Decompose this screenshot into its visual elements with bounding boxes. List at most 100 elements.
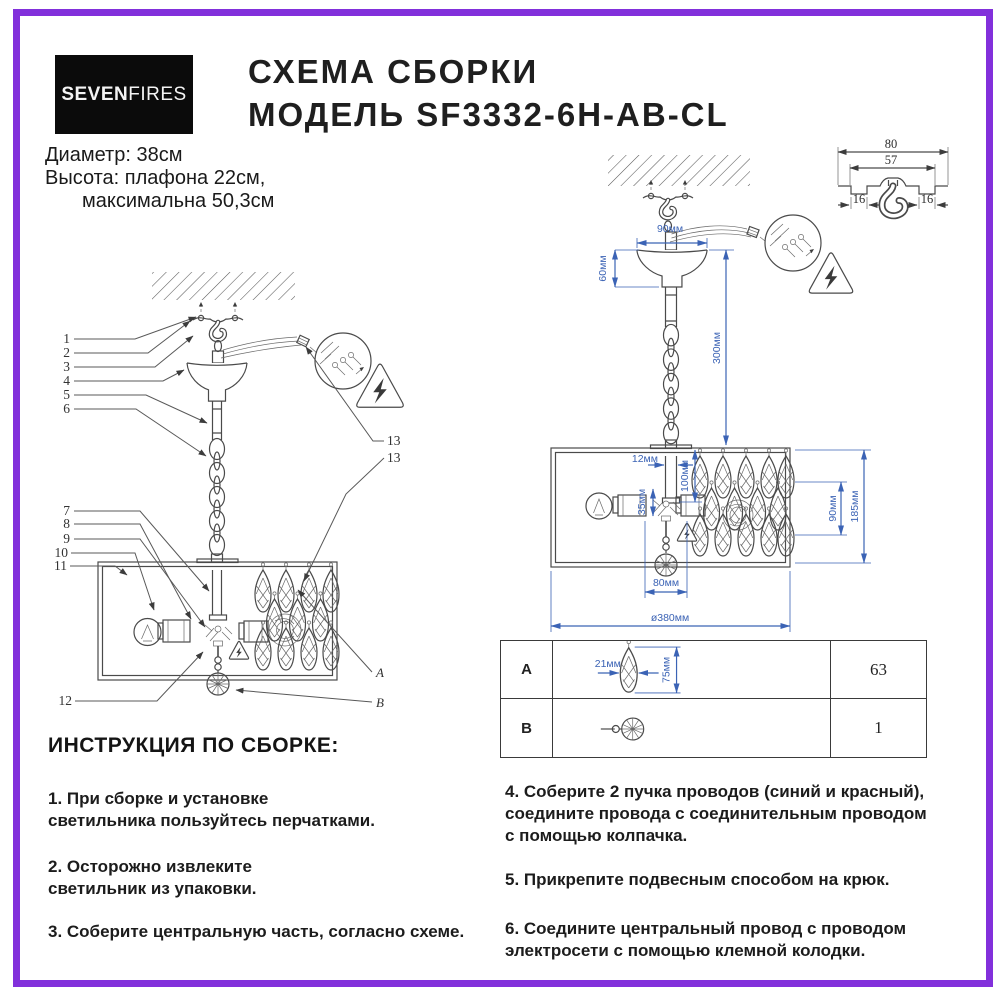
bracket-dim-80: 80 [885,137,898,151]
dim-shade-height: 185мм [795,449,871,564]
part-label-11: 11 [54,558,67,573]
dim-suspension: 300мм [709,249,734,446]
drum-shade [550,444,791,568]
spec-height: Высота: плафона 22см, [45,167,266,189]
product-specs: Диаметр: 38см Высота: плафона 22см, макс… [45,144,274,213]
title-line-2: МОДЕЛЬ SF3332-6H-AB-CL [248,96,729,133]
part-label-3: 3 [63,359,70,374]
crystal-label-b: B [376,695,384,710]
socket-left [612,494,647,517]
part-numbers: 1 2 3 4 5 6 7 8 9 10 11 12 13 13 A B [54,331,401,710]
svg-text:300мм: 300мм [711,332,723,364]
spec-diameter: Диаметр: 38см [45,144,183,166]
svg-text:12мм: 12мм [632,453,658,465]
part-label-2: 2 [63,345,70,360]
brand-logo-bold: SEVEN [61,83,129,105]
part-label-8: 8 [63,516,70,531]
svg-text:185мм: 185мм [849,491,861,523]
crystal-b-drawing [600,716,645,741]
dim-diameter: ø380мм [550,571,791,632]
part-label-6: 6 [63,401,70,416]
chain [208,437,226,557]
title-line-1: СХЕМА СБОРКИ [248,53,539,90]
wiring-magnifier [314,332,372,390]
threaded-nipple [211,350,225,364]
socket-right [238,620,269,643]
dim-canopy-width: 90мм [636,223,708,248]
hub-cluster [652,499,681,522]
crystal-a-width-dim: 21мм [595,659,621,670]
instruction-step-1: 1. При сборке и установке светильника по… [48,789,375,830]
part-label-13b: 13 [387,450,401,465]
table-cell-drawing-b [553,699,831,757]
dim-bottom-width: 80мм [644,521,688,598]
center-rod [661,456,681,504]
exploded-diagram: 1 2 3 4 5 6 7 8 9 10 11 12 13 13 A B [54,272,405,710]
dimension-diagram: 80 57 16 16 90мм 60мм [550,137,949,632]
table-cell-qty-b: 1 [874,718,883,737]
mount-bracket-detail: 80 57 16 16 [837,137,949,220]
bulb [133,617,162,647]
spec-height-max: максимальна 50,3см [82,190,275,212]
ceiling-hatch [152,272,295,300]
crystal-drops [254,562,340,671]
dim-pipe-width: 12мм [632,453,693,468]
bottom-stem [662,521,670,553]
table-cell-label-b: B [501,699,553,757]
part-label-10: 10 [55,545,69,560]
wire-junction [746,225,760,239]
warning-icon-small [229,640,249,660]
part-label-1: 1 [63,331,70,346]
instruction-step-4: 4. Соберите 2 пучка проводов (синий и кр… [505,782,927,845]
svg-text:35мм: 35мм [636,489,648,515]
svg-text:90мм: 90мм [657,223,683,235]
canopy [186,362,248,402]
crystal-ball [206,672,230,696]
hub-cluster [204,624,233,647]
parts-table: A 21мм 75мм 63 B 1 [500,640,927,758]
brand-logo-light: FIRES [128,83,187,105]
crystal-a-height-dim: 75мм [662,657,673,683]
svg-text:90мм: 90мм [827,495,839,521]
part-label-12: 12 [59,693,73,708]
table-cell-label-a: A [501,641,553,699]
part-label-13a: 13 [387,433,401,448]
table-cell-drawing-a: 21мм 75мм [553,641,831,699]
crystal-label-a: A [375,665,384,680]
canopy [636,249,708,288]
crystal-ball [654,553,678,577]
wires [669,225,752,243]
table-cell-qty-a: 63 [831,641,926,699]
leader-lines [70,316,385,703]
crystal-a-drawing: 21мм 75мм [595,641,681,694]
svg-text:ø380мм: ø380мм [651,612,689,624]
part-label-7: 7 [63,503,70,518]
part-label-9: 9 [63,531,70,546]
dim-canopy-height: 60мм [597,249,659,288]
bracket-dim-16-left: 16 [853,192,866,206]
page-title: СХЕМА СБОРКИ МОДЕЛЬ SF3332-6H-AB-CL [248,50,729,136]
instructions-heading: ИНСТРУКЦИЯ ПО СБОРКЕ: [48,734,339,757]
chain [662,323,680,445]
part-label-5: 5 [63,387,70,402]
bulb [585,492,613,520]
dim-top-to-arm: 100мм [679,449,702,503]
dim-arm-to-hub: 35мм [636,488,656,517]
svg-text:60мм: 60мм [597,255,609,281]
svg-text:100мм: 100мм [679,460,691,492]
svg-text:80мм: 80мм [653,577,679,589]
wiring-magnifier [764,214,822,272]
drum-shade [97,558,338,681]
rod [211,401,223,440]
socket-left [157,619,191,643]
bottom-stem [214,646,222,673]
crystal-drops [691,448,795,557]
bracket-dim-16-right: 16 [921,192,934,206]
instruction-step-5: 5. Прикрепите подвесным способом на крюк… [505,870,890,889]
rod [664,287,678,327]
instruction-step-3: 3. Соберите центральную часть, согласно … [48,922,465,941]
wires [220,336,302,359]
wire-junction [295,334,311,348]
ceiling-hook [193,302,243,340]
